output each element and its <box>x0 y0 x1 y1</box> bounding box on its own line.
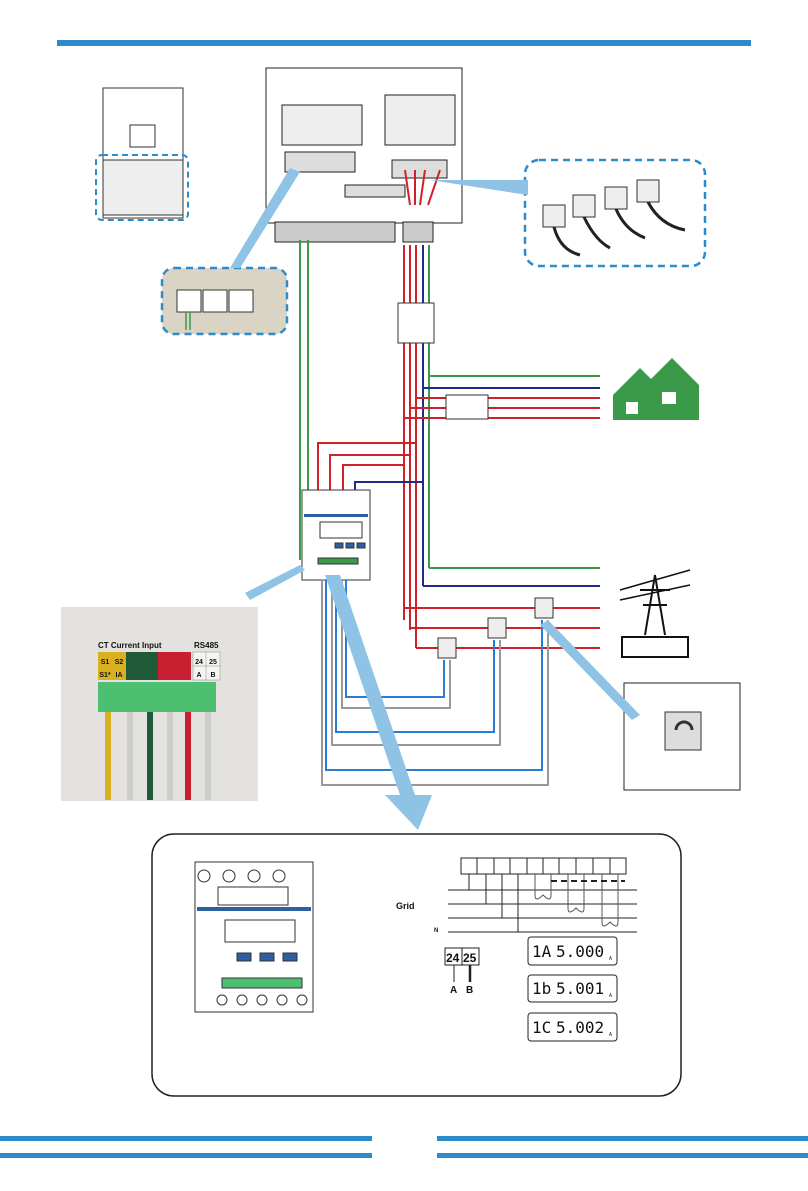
lcd-value: 5.000 <box>556 942 604 961</box>
lcd-phase: 1b <box>532 979 551 998</box>
callout-pointer <box>540 620 640 720</box>
grid-tower-icon <box>620 570 690 657</box>
svg-text:24: 24 <box>195 659 203 666</box>
ct-header: CT Current Input <box>98 641 162 650</box>
meter-front-icon <box>195 862 313 1012</box>
terminal-25: 25 <box>463 951 477 965</box>
lcd-unit: A <box>609 1032 612 1038</box>
meter-terminal-photo: CT Current Input RS485 S1 S2 24 25 S1* I… <box>61 607 258 801</box>
neutral-label: N <box>434 928 438 934</box>
inverter-thumbnail-icon <box>96 88 188 220</box>
energy-meter-icon <box>302 490 370 580</box>
svg-text:S2: S2 <box>115 659 124 666</box>
header-bar <box>57 40 751 46</box>
ct-clamps-callout <box>525 160 705 266</box>
lcd-phase: 1A <box>532 942 552 961</box>
callout-pointer <box>245 565 305 600</box>
svg-text:S1: S1 <box>101 659 110 666</box>
lcd-unit: A <box>609 993 612 999</box>
svg-text:A: A <box>196 672 201 679</box>
inverter-wiring-bay-icon <box>266 68 462 242</box>
svg-text:IA: IA <box>116 672 123 679</box>
rj45-ports-callout <box>162 268 287 334</box>
footer-bars <box>0 1136 808 1158</box>
breaker-icon <box>398 303 488 419</box>
lcd-unit: A <box>609 956 612 962</box>
svg-text:S1*: S1* <box>99 672 111 679</box>
house-icon <box>613 358 699 420</box>
ct-clamp-detail <box>624 683 740 790</box>
rs485-a-label: A <box>450 985 457 996</box>
lcd-value: 5.001 <box>556 979 604 998</box>
terminal-24: 24 <box>446 951 460 965</box>
lcd-display-c: 1C 5.002 A <box>528 1013 617 1041</box>
svg-text:25: 25 <box>209 659 217 666</box>
callout-pointer <box>385 795 432 830</box>
lcd-phase: 1C <box>532 1018 551 1037</box>
lcd-display-a: 1A 5.000 A <box>528 937 617 965</box>
callout-pointer <box>325 575 415 795</box>
lcd-value: 5.002 <box>556 1018 604 1037</box>
ct-wires <box>322 580 548 785</box>
grid-label: Grid <box>396 901 415 911</box>
svg-text:B: B <box>210 672 215 679</box>
rs485-b-label: B <box>466 985 473 996</box>
lcd-display-b: 1b 5.001 A <box>528 975 617 1002</box>
rs485-header: RS485 <box>194 641 219 650</box>
